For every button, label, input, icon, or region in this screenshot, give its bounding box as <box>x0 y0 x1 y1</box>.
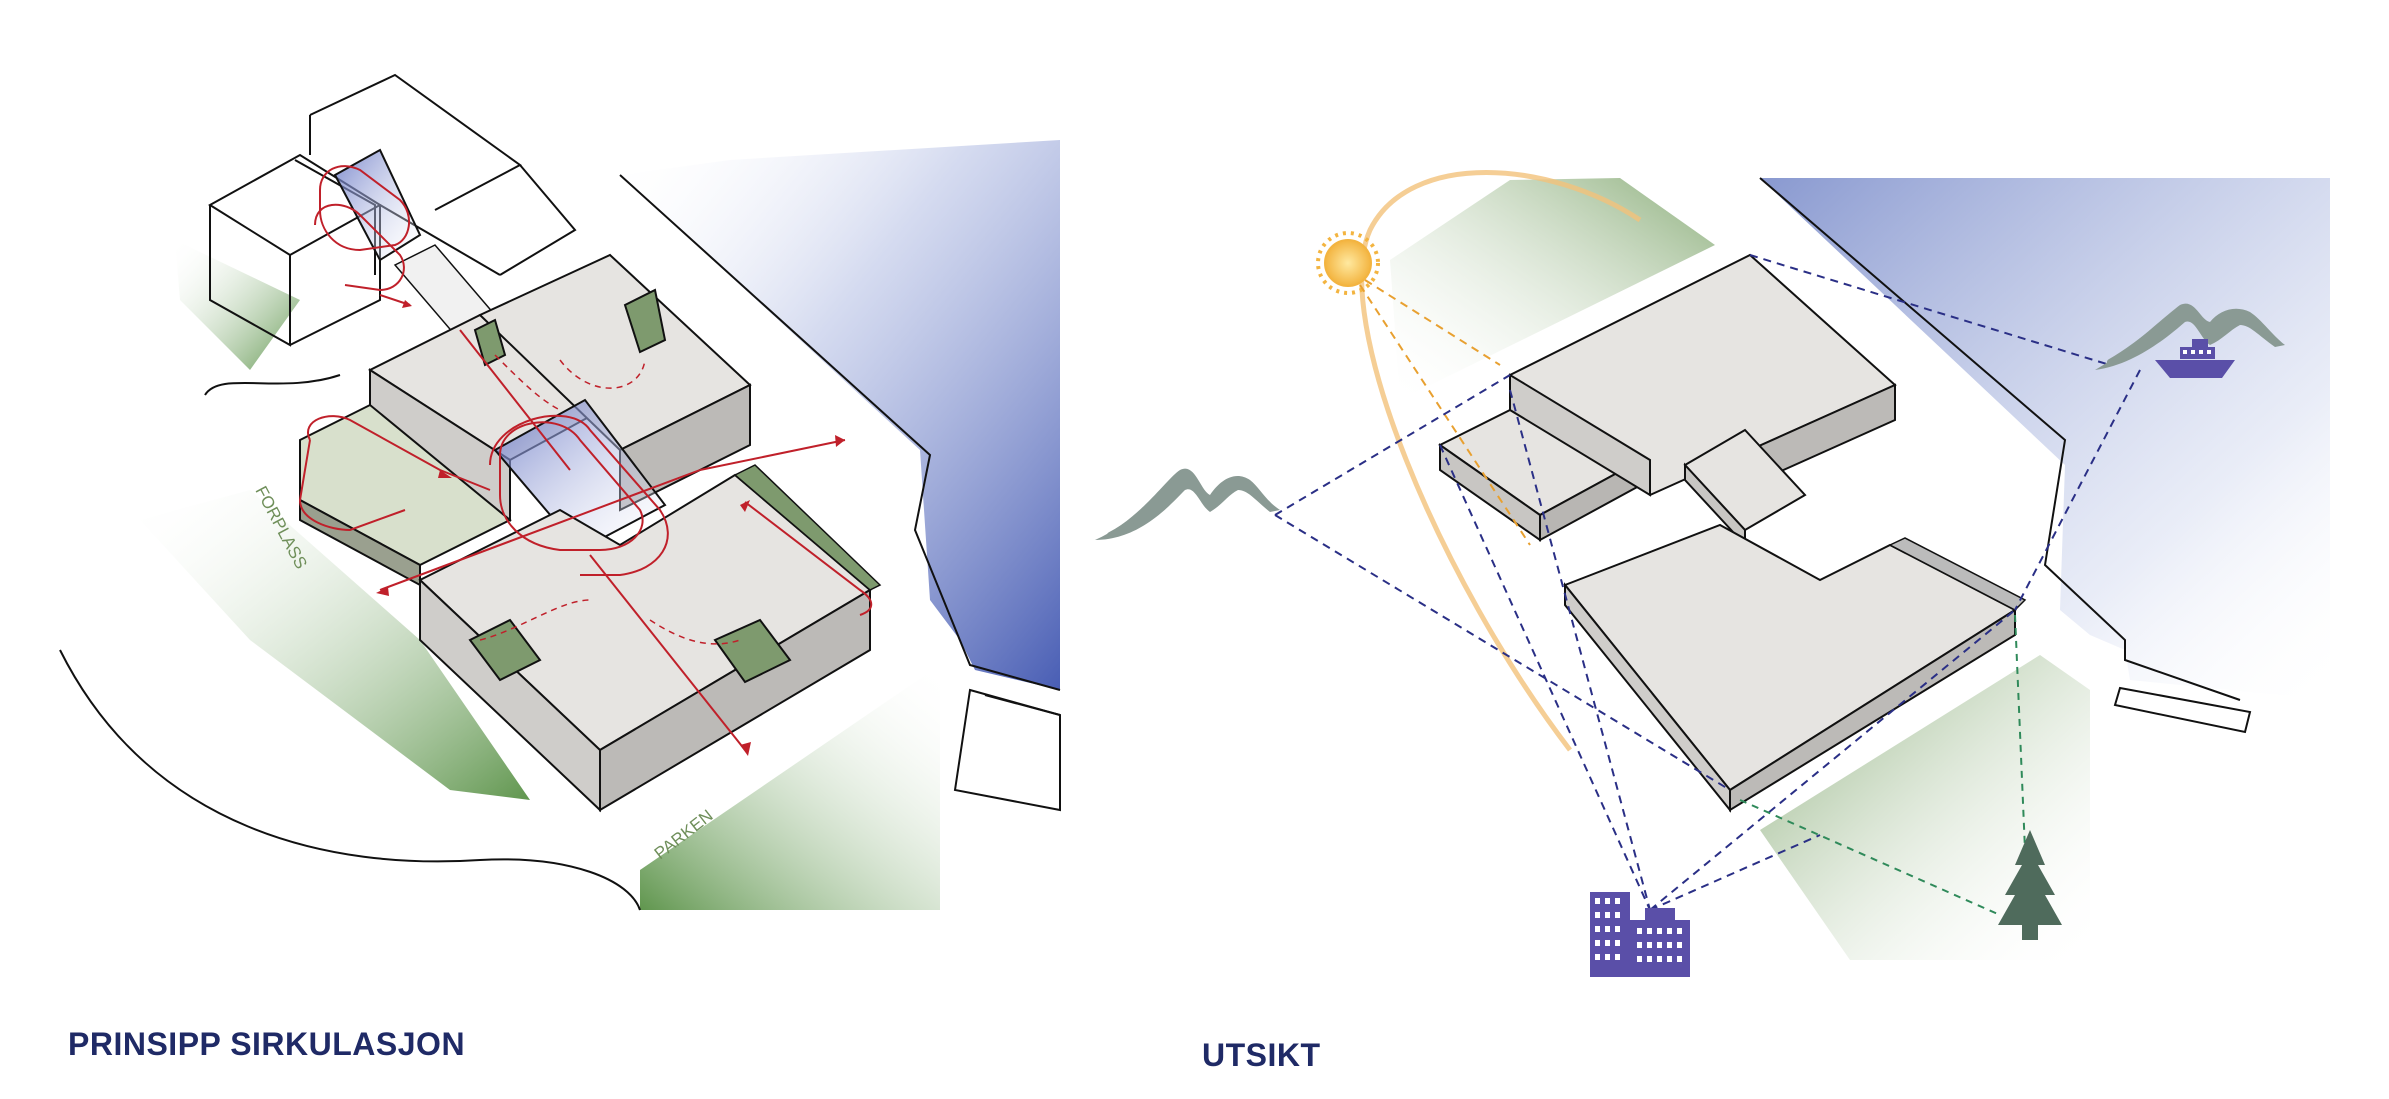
caption-view: UTSIKT <box>1202 1037 1321 1073</box>
green-area-right-south <box>1760 655 2090 960</box>
mountain-icon <box>2095 303 2285 370</box>
ship-icon <box>2155 339 2235 378</box>
water-area <box>620 140 1060 690</box>
circulation-arrows <box>376 300 845 756</box>
shoreline <box>619 174 1061 691</box>
city-buildings-icon <box>1590 892 1690 977</box>
green-area-right-north <box>1390 178 1715 400</box>
tree-icon <box>1998 830 2062 940</box>
sun-icon <box>1316 231 1380 295</box>
green-area-forplass <box>140 490 530 800</box>
mountain-icon <box>1095 468 1280 540</box>
green-area-north <box>175 240 300 370</box>
caption-circulation: PRINSIPP SIRKULASJON <box>68 1026 466 1062</box>
left-diagram: FORPLASS PARKEN <box>59 73 1061 911</box>
shoreline-right <box>1759 177 2241 701</box>
pier-right <box>2113 686 2252 734</box>
road-curve <box>204 374 341 396</box>
building-right <box>1438 253 2027 813</box>
circulation-dashed <box>479 354 741 645</box>
right-diagram <box>1095 170 2330 977</box>
view-lines <box>1274 254 2141 911</box>
tree-view-lines <box>1739 614 2026 916</box>
pier <box>953 688 1061 812</box>
circulation-lines <box>298 165 873 751</box>
sun-lines <box>1359 279 1531 546</box>
green-area-park <box>640 665 940 910</box>
building-main <box>299 253 882 813</box>
courtyard-rear <box>333 148 422 262</box>
road-curve-bottom <box>59 649 641 911</box>
